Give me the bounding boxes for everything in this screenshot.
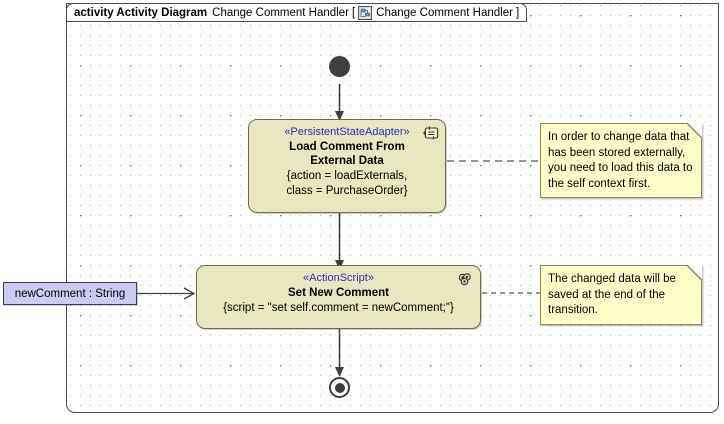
- activity-parameter-new-comment[interactable]: newComment : String: [3, 282, 137, 305]
- activity-diagram-icon: [358, 5, 373, 20]
- diagram-keyword-label: activity Activity Diagram: [74, 6, 208, 19]
- node-body-line-1: {script = "set self.comment = newComment…: [223, 302, 454, 314]
- activity-node-set-new-comment[interactable]: «ActionScript» Set New Comment {script =…: [196, 265, 481, 329]
- node-name-line-1: Set New Comment: [288, 287, 389, 299]
- activity-final-node[interactable]: [329, 377, 350, 398]
- note-line-2: saved at the end of the: [548, 288, 666, 301]
- diagram-frame-title-tab[interactable]: activity Activity Diagram Change Comment…: [66, 3, 528, 22]
- node-name-line-2: External Data: [310, 155, 384, 167]
- stereotype-label: «ActionScript»: [303, 272, 374, 284]
- bracket-close: ]: [515, 6, 520, 19]
- bracket-open: [: [351, 6, 356, 19]
- note-fold-corner: [686, 265, 702, 281]
- note-line-2: has been stored externally,: [548, 146, 686, 159]
- node-body-line-2: class = PurchaseOrder}: [286, 185, 408, 197]
- stereotype-label: «PersistentStateAdapter»: [284, 126, 410, 138]
- parameter-label: newComment : String: [14, 287, 126, 300]
- diagram-name-label: Change Comment Handler: [212, 6, 349, 19]
- note-line-1: In order to change data that: [548, 131, 690, 143]
- note-line-3: transition.: [548, 304, 598, 316]
- note-line-4: the self context first.: [548, 177, 651, 190]
- persistent-state-adapter-icon: [423, 125, 439, 140]
- note-line-1: The changed data will be: [548, 273, 676, 285]
- action-script-icon: [457, 272, 473, 287]
- note-load-comment[interactable]: In order to change data that has been st…: [540, 123, 702, 198]
- note-fold-corner: [686, 123, 702, 139]
- initial-node[interactable]: [329, 56, 350, 77]
- note-set-new-comment[interactable]: The changed data will be saved at the en…: [540, 265, 702, 325]
- diagram-qualified-name-label: Change Comment Handler: [376, 6, 513, 19]
- node-name-line-1: Load Comment From: [289, 141, 405, 153]
- final-node-inner-dot: [334, 382, 345, 393]
- node-body-line-1: {action = loadExternals,: [286, 170, 408, 182]
- note-line-3: you need to load this data to: [548, 162, 693, 174]
- activity-node-load-comment[interactable]: «PersistentStateAdapter» Load Comment Fr…: [248, 119, 446, 213]
